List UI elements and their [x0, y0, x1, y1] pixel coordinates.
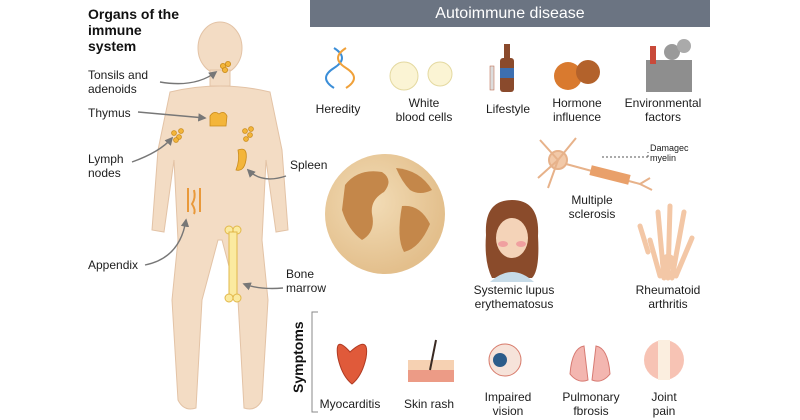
lymph-nodes-icon	[171, 126, 254, 143]
symptoms-title: Symptoms	[290, 321, 306, 393]
neuron-icon	[537, 137, 653, 191]
thymus-icon	[209, 112, 228, 127]
heredity-label: Heredity	[315, 102, 361, 116]
myelin-pointer	[602, 152, 649, 158]
lymph-nodes-label: Lymph nodes	[88, 152, 124, 180]
lungs-icon	[569, 345, 611, 382]
white-blood-cells-icon	[389, 61, 453, 91]
damaged-myelin-label: Damagec myelin	[650, 143, 689, 163]
thymus-label: Thymus	[88, 106, 131, 120]
human-body-figure	[151, 21, 289, 410]
joint-pain-label: Joint pain	[651, 390, 677, 418]
white-blood-cells-label: White blood cells	[395, 96, 453, 124]
spleen-label: Spleen	[290, 158, 328, 172]
tonsils-label: Tonsils and adenoids	[88, 68, 149, 96]
bone-marrow-label: Bone marrow	[286, 267, 327, 295]
hand-skeleton-icon	[637, 203, 695, 281]
factory-icon	[646, 39, 692, 92]
organs-title: Organs of the immune system	[88, 6, 180, 54]
skin-icon	[408, 339, 454, 382]
environmental-label: Environmental factors	[624, 96, 702, 124]
hormone-icon	[554, 60, 600, 90]
appendix-label: Appendix	[88, 258, 139, 272]
eye-icon	[488, 343, 522, 377]
pulmonary-fibrosis-label: Pulmonary fbrosis	[562, 390, 620, 418]
lifestyle-icon	[489, 44, 514, 92]
lifestyle-label: Lifestyle	[485, 102, 531, 116]
hormone-label: Hormone influence	[552, 96, 602, 124]
skin-rash-label: Skin rash	[403, 397, 455, 411]
spleen-icon	[235, 148, 247, 171]
impaired-vision-label: Impaired vision	[484, 390, 532, 418]
multiple-sclerosis-label: Multiple sclerosis	[568, 193, 616, 221]
lupus-woman-icon	[485, 200, 539, 282]
organ-arrows	[131, 70, 287, 291]
globe-icon	[325, 154, 445, 274]
heart-icon	[336, 343, 368, 385]
joint-pain-icon	[644, 340, 684, 380]
tonsils-icon	[219, 61, 231, 74]
dna-icon	[325, 47, 355, 89]
appendix-icon	[187, 188, 201, 215]
autoimmune-banner: Autoimmune disease	[310, 0, 710, 27]
rheumatoid-arthritis-label: Rheumatoid arthritis	[635, 283, 701, 311]
bone-marrow-icon	[224, 225, 242, 303]
symptoms-bracket	[311, 311, 318, 413]
myocarditis-label: Myocarditis	[319, 397, 381, 411]
lupus-label: Systemic lupus erythematosus	[473, 283, 555, 311]
